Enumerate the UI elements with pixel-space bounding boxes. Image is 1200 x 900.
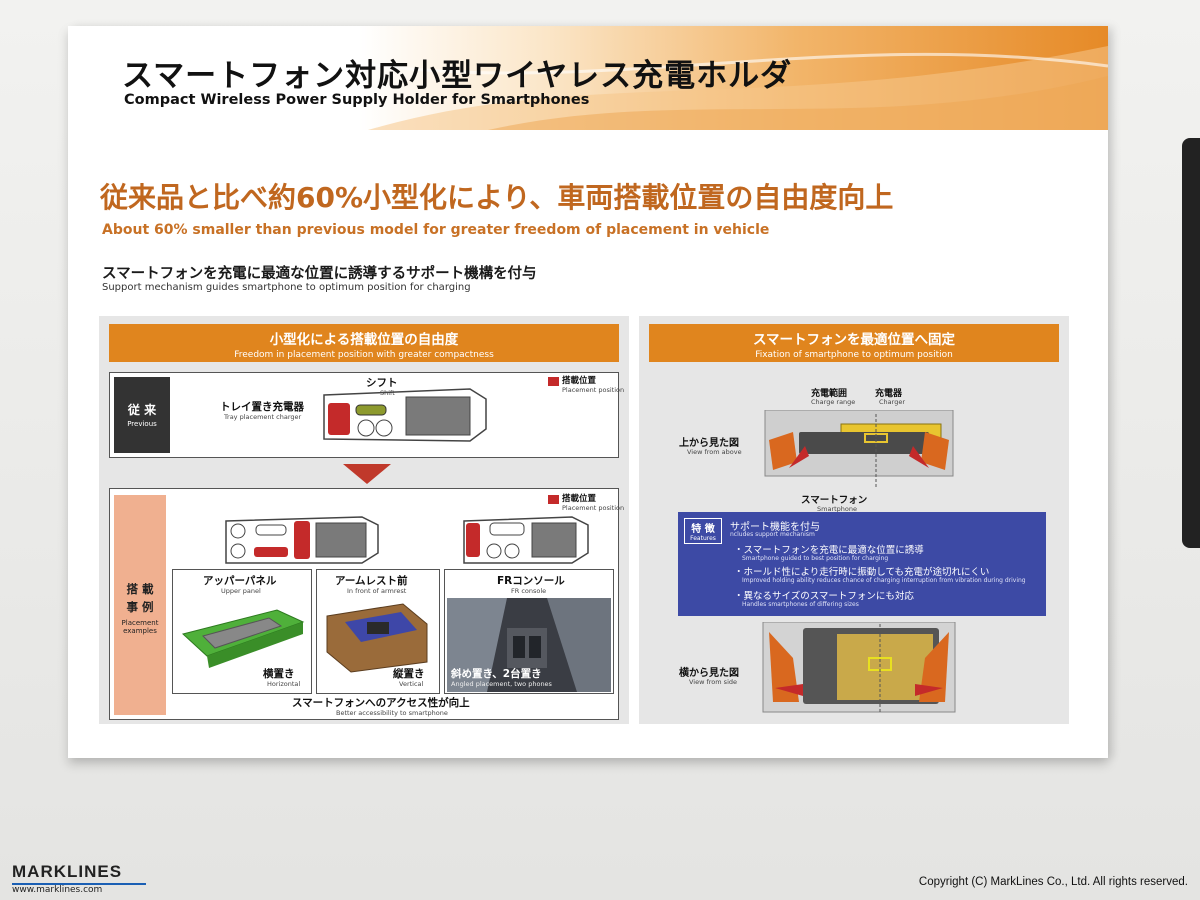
logo-underline — [12, 883, 146, 885]
exhibit-board: スマートフォン対応小型ワイヤレス充電ホルダ Compact Wireless P… — [68, 26, 1108, 758]
armrest-holder-image — [326, 603, 428, 673]
accessibility-label: スマートフォンへのアクセス性が向上 — [292, 697, 470, 709]
upper-panel-holder-image — [181, 609, 305, 668]
copyright-notice: Copyright (C) MarkLines Co., Ltd. All ri… — [918, 876, 1188, 888]
previous-console-diagram — [323, 388, 487, 442]
angled-label-en: Angled placement, two phones — [451, 680, 552, 688]
adjacent-display-edge — [1182, 138, 1200, 548]
upper-panel-card: アッパーパネル Upper panel 横置き Horizontal — [172, 569, 312, 694]
placement-freedom-header-en: Freedom in placement position with great… — [234, 350, 494, 360]
features-main-en: ncludes support mechanism — [730, 531, 815, 538]
horizontal-label-en: Horizontal — [267, 680, 301, 688]
upper-panel-label: アッパーパネル — [203, 575, 277, 587]
page-title-english: Compact Wireless Power Supply Holder for… — [124, 92, 590, 108]
marklines-logo: MARKLINES www.marklines.com — [12, 862, 146, 895]
features-tag-en: Features — [690, 535, 716, 542]
headline-english: About 60% smaller than previous model fo… — [102, 222, 770, 238]
subheadline-english: Support mechanism guides smartphone to o… — [102, 282, 471, 293]
top-view-diagram — [764, 410, 954, 488]
side-view-label-en: View from side — [689, 678, 738, 686]
down-arrow-icon — [343, 464, 391, 484]
banner-wave-graphic — [317, 46, 1108, 130]
smartphone-label: スマートフォン — [801, 495, 868, 506]
feature-item-2: ・ホールド性により走行時に振動しても充電が途切れにくい — [734, 567, 990, 578]
horizontal-label: 横置き — [263, 668, 295, 680]
tray-charger-label-en: Tray placement charger — [224, 413, 302, 421]
examples-tag-jp-1: 搭 載 — [126, 582, 154, 596]
placement-freedom-header: 小型化による搭載位置の自由度 Freedom in placement posi… — [109, 324, 619, 362]
headline: 従来品と比べ約60%小型化により、車両搭載位置の自由度向上 — [100, 181, 894, 214]
previous-tag: 従 来 Previous — [114, 377, 170, 453]
features-main-jp: サポート機能を付与 — [730, 522, 820, 533]
marklines-logo-text: MARKLINES — [12, 862, 123, 881]
page-title: スマートフォン対応小型ワイヤレス充電ホルダ — [122, 58, 793, 94]
shift-label: シフト — [366, 377, 398, 389]
smartphone-label-en: Smartphone — [817, 505, 858, 513]
charger-label: 充電器 — [875, 389, 903, 399]
side-view-diagram — [762, 622, 956, 713]
fr-console-card: FRコンソール FR console 斜め置き、2台置き Angled plac… — [444, 569, 614, 694]
examples-tag-jp-2: 事 例 — [126, 600, 154, 614]
feature-item-3: ・異なるサイズのスマートフォンにも対応 — [734, 591, 914, 602]
examples-tag-en-1: Placement — [121, 619, 159, 627]
fr-console-diagram — [463, 516, 589, 564]
features-tag: 特 徴 Features — [684, 518, 722, 544]
fixation-header: スマートフォンを最適位置へ固定 Fixation of smartphone t… — [649, 324, 1059, 362]
armrest-card: アームレスト前 In front of armrest 縦置き Vertical — [316, 569, 440, 694]
fixation-header-en: Fixation of smartphone to optimum positi… — [755, 350, 953, 360]
vertical-label: 縦置き — [393, 668, 425, 680]
placement-freedom-panel: 小型化による搭載位置の自由度 Freedom in placement posi… — [99, 316, 629, 724]
previous-tag-en: Previous — [127, 420, 157, 428]
title-banner: スマートフォン対応小型ワイヤレス充電ホルダ Compact Wireless P… — [68, 26, 1108, 130]
feature-item-3-en: Handles smartphones of differing sizes — [742, 601, 859, 608]
armrest-label: アームレスト前 — [335, 575, 408, 587]
upper-panel-label-en: Upper panel — [221, 587, 261, 595]
vertical-label-en: Vertical — [399, 680, 424, 688]
marklines-url: www.marklines.com — [12, 885, 103, 895]
upper-panel-console-diagram — [225, 516, 379, 564]
placement-legend-label: 搭載位置 — [562, 376, 597, 386]
placement-legend-label-2-en: Placement position — [562, 504, 625, 512]
fr-console-label: FRコンソール — [497, 575, 565, 587]
feature-item-1-en: Smartphone guided to best position for c… — [742, 555, 889, 562]
side-view-label: 横から見た図 — [679, 668, 739, 679]
features-tag-jp: 特 徴 — [691, 524, 715, 535]
accessibility-label-en: Better accessibility to smartphone — [336, 709, 448, 717]
angled-label: 斜め置き、2台置き — [451, 668, 542, 680]
charge-range-label-en: Charge range — [811, 398, 856, 406]
placement-freedom-header-jp: 小型化による搭載位置の自由度 — [269, 332, 459, 348]
examples-tag-en-2: examples — [123, 627, 157, 635]
feature-item-2-en: Improved holding ability reduces chance … — [742, 577, 1026, 584]
fixation-header-jp: スマートフォンを最適位置へ固定 — [752, 332, 956, 348]
placement-legend-swatch — [548, 377, 559, 386]
subheadline: スマートフォンを充電に最適な位置に誘導するサポート機構を付与 — [102, 266, 537, 282]
charge-range-label: 充電範囲 — [811, 389, 848, 399]
placement-examples-box: 搭 載 事 例 Placement examples 搭載位置 Placemen… — [109, 488, 624, 720]
placement-legend-label-en: Placement position — [562, 386, 625, 394]
placement-legend-swatch-2 — [548, 495, 559, 504]
armrest-label-en: In front of armrest — [347, 587, 407, 595]
tray-charger-label: トレイ置き充電器 — [220, 401, 304, 413]
top-view-label: 上から見た図 — [679, 438, 739, 449]
placement-legend-label-2: 搭載位置 — [562, 494, 597, 504]
features-box: 特 徴 Features サポート機能を付与 ncludes support m… — [678, 512, 1046, 616]
previous-tag-jp: 従 来 — [127, 403, 157, 417]
fr-console-label-en: FR console — [511, 587, 547, 595]
top-view-label-en: View from above — [687, 448, 742, 456]
shift-label-en: Shift — [380, 389, 395, 397]
fixation-panel: スマートフォンを最適位置へ固定 Fixation of smartphone t… — [639, 316, 1069, 724]
charger-label-en: Charger — [879, 398, 905, 406]
feature-item-1: ・スマートフォンを充電に最適な位置に誘導 — [734, 545, 924, 556]
examples-tag: 搭 載 事 例 Placement examples — [114, 495, 166, 715]
fr-console-photo — [447, 598, 611, 692]
previous-model-box: 従 来 Previous シフト Shift トレイ置き充電器 Tray pla… — [109, 372, 624, 458]
